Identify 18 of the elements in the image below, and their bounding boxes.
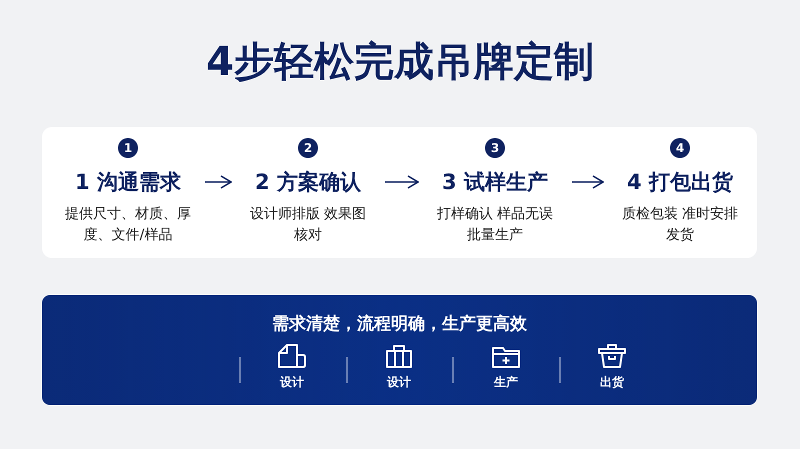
arrow	[572, 175, 604, 189]
step-title: 3 试样生产	[441, 169, 549, 196]
icon-caption: 设计	[386, 374, 412, 390]
icon-caption: 设计	[278, 374, 305, 390]
arrow	[385, 175, 419, 189]
icon-caption: 出货	[599, 374, 625, 390]
step-title: 2 方案确认	[254, 169, 362, 196]
step-description: 提供尺寸、材质、厚度、文件/样品	[64, 205, 192, 245]
step-description: 打样确认 样品无误批量生产	[436, 205, 554, 245]
step-description: 设计师排版 效果图核对	[248, 205, 368, 245]
step-title: 1 沟通需求	[74, 169, 182, 196]
step-title: 4 打包出货	[626, 169, 734, 196]
banner-panel	[42, 295, 757, 405]
icon-caption: 生产	[492, 374, 519, 390]
arrow	[205, 175, 232, 189]
banner-heading: 需求清楚，流程明确，生产更高效	[271, 313, 528, 336]
step-description: 质检包装 准时安排发货	[620, 205, 740, 245]
title: 4步轻松完成吊牌定制	[205, 38, 595, 86]
